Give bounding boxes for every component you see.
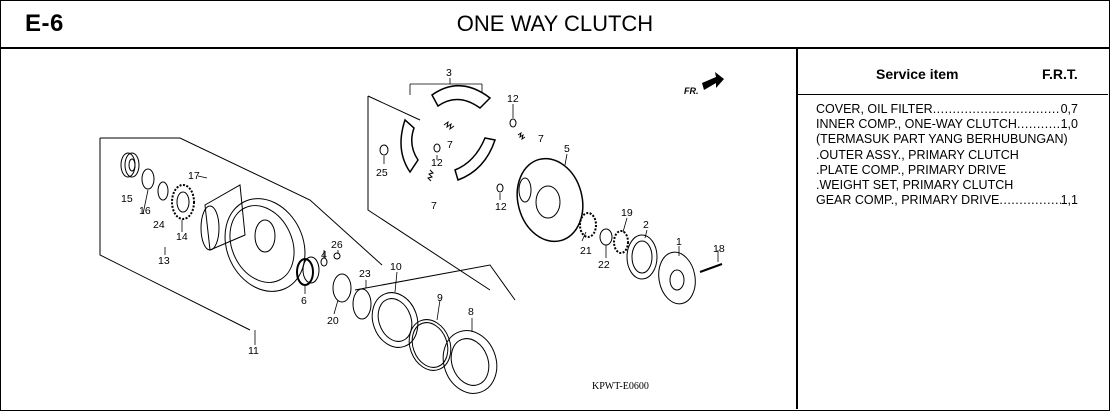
frt-heading: F.R.T. xyxy=(1042,66,1078,82)
part-12-nut xyxy=(433,143,441,153)
header-bar: E-6 ONE WAY CLUTCH xyxy=(1,1,1109,49)
part-10-gasket xyxy=(371,292,419,348)
callout-6: 6 xyxy=(301,295,307,307)
callout-12: 12 xyxy=(431,157,443,169)
part-7-spring xyxy=(517,131,526,141)
callout-8: 8 xyxy=(468,306,474,318)
part-12-nut xyxy=(509,118,517,128)
callout-2: 2 xyxy=(643,219,649,231)
callout-9: 9 xyxy=(437,292,443,304)
service-item: GEAR COMP., PRIMARY DRIVE 1,1 xyxy=(816,193,1078,208)
callout-10: 10 xyxy=(390,261,402,273)
leader-dots xyxy=(1017,117,1061,132)
service-subitem: .WEIGHT SET, PRIMARY CLUTCH xyxy=(816,178,1014,193)
column-divider xyxy=(796,48,798,409)
part-24-ring xyxy=(157,181,169,201)
service-item-list: COVER, OIL FILTER 0,7 INNER COMP., ONE-W… xyxy=(816,102,1078,208)
part-21-gear xyxy=(579,212,597,238)
callout-18: 18 xyxy=(713,243,725,255)
service-item-heading: Service item xyxy=(876,66,959,82)
callout-23: 23 xyxy=(359,268,371,280)
callout-20: 20 xyxy=(327,315,339,327)
reference-code: KPWT-E0600 xyxy=(592,381,649,392)
service-subitem: .OUTER ASSY., PRIMARY CLUTCH xyxy=(816,147,1019,162)
service-item-frt: 0,7 xyxy=(1060,102,1078,116)
callout-14: 14 xyxy=(176,231,188,243)
leader-dots xyxy=(933,102,1061,117)
callout-11: 11 xyxy=(248,345,259,357)
group-bracket-line xyxy=(100,137,383,266)
part-2-gasket xyxy=(626,234,658,280)
service-subitem: .PLATE COMP., PRIMARY DRIVE xyxy=(816,162,1007,177)
part-9-oring xyxy=(408,319,452,371)
part-19-gear xyxy=(613,230,629,254)
part-11-clutch-outer xyxy=(200,184,306,292)
part-5-drive-plate xyxy=(516,157,584,243)
part-14-gear xyxy=(171,184,195,220)
service-item: COVER, OIL FILTER 0,7 xyxy=(816,102,1078,117)
callout-12: 12 xyxy=(495,201,507,213)
callout-4: 4 xyxy=(321,249,327,261)
service-header: Service item F.R.T. xyxy=(798,48,1108,95)
callout-26: 26 xyxy=(331,239,343,251)
callout-5: 5 xyxy=(564,143,570,155)
callout-15: 15 xyxy=(121,193,133,205)
part-15-ring xyxy=(120,152,140,178)
callout-7: 7 xyxy=(538,133,544,145)
part-7-spring xyxy=(443,120,455,131)
part-20-circlip xyxy=(352,288,372,320)
callout-24: 24 xyxy=(153,219,165,231)
part-22-washer xyxy=(599,228,613,246)
part-12-nut xyxy=(496,183,504,193)
callout-13: 13 xyxy=(158,255,170,267)
leader-dots xyxy=(999,193,1060,208)
part-8-cover xyxy=(442,330,498,394)
part-6-one-way-clutch xyxy=(296,256,320,286)
page-title: ONE WAY CLUTCH xyxy=(456,11,654,36)
callout-25: 25 xyxy=(376,167,388,179)
part-16-washer xyxy=(141,168,155,190)
service-item-label: COVER, OIL FILTER xyxy=(816,102,933,116)
callout-19: 19 xyxy=(621,207,633,219)
part-23-ring xyxy=(332,273,352,303)
svg-text:FR.: FR. xyxy=(684,86,699,96)
callout-3: 3 xyxy=(446,67,452,79)
callout-labels: 3 12 7 7 12 25 7 12 5 19 2 1 18 21 22 17… xyxy=(121,67,725,357)
part-18-bolt xyxy=(699,263,723,273)
exploded-parts-diagram: FR. 3 12 7 7 12 25 7 12 5 19 2 1 18 21 2… xyxy=(99,67,725,394)
section-code: E-6 xyxy=(25,10,64,37)
callout-21: 21 xyxy=(580,245,592,257)
service-item-frt: 1,1 xyxy=(1060,193,1078,208)
front-direction-arrow: FR. xyxy=(684,72,724,96)
service-item: INNER COMP., ONE-WAY CLUTCH 1,0 xyxy=(816,117,1078,132)
callout-7: 7 xyxy=(431,200,437,212)
part-7-spring xyxy=(427,169,434,182)
part-3-clutch-shoes xyxy=(400,84,496,181)
callout-12: 12 xyxy=(507,93,519,105)
service-item-label: INNER COMP., ONE-WAY CLUTCH xyxy=(816,117,1017,132)
part-1-cover xyxy=(658,251,696,305)
part-25-washer xyxy=(379,144,389,156)
service-item-note: (TERMASUK PART YANG BERHUBUNGAN) xyxy=(816,132,1068,147)
service-item-label: GEAR COMP., PRIMARY DRIVE xyxy=(816,193,1000,208)
callout-7: 7 xyxy=(447,139,453,151)
callout-1: 1 xyxy=(676,236,682,248)
service-item-frt: 1,0 xyxy=(1060,117,1078,132)
callout-16: 16 xyxy=(139,205,151,217)
callout-17: 17 xyxy=(188,170,200,182)
callout-22: 22 xyxy=(598,259,610,271)
part-26-spring xyxy=(333,252,341,260)
